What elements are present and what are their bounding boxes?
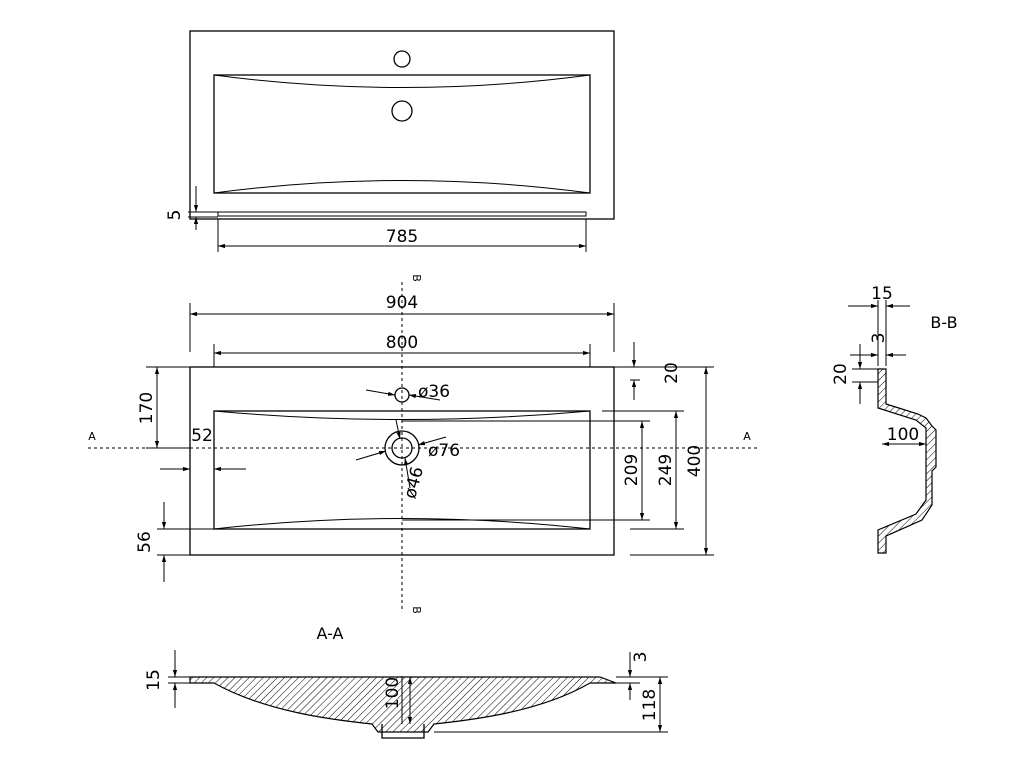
top-view-bowl-upper-curve	[213, 74, 591, 88]
plan-drain-inner	[391, 437, 413, 459]
plan-drain-outer	[384, 430, 420, 466]
dim-bb-15-text: 15	[871, 284, 893, 304]
dim-bb-20-text: 20	[831, 363, 851, 385]
dim-drain-outer-text: ø76	[428, 441, 460, 461]
dim-785-text: 785	[386, 227, 418, 247]
dim-52-text: 52	[191, 426, 213, 446]
section-aa: A-A 15 100 3 118	[144, 624, 668, 739]
dim-209-text: 209	[622, 454, 642, 486]
dim-800-text: 800	[386, 333, 418, 353]
top-view: 785 5	[165, 30, 615, 252]
dim-aa-3-text: 3	[631, 652, 651, 663]
top-view-front-strip	[217, 211, 587, 217]
dim-aa-15-text: 15	[144, 669, 164, 691]
dim-bb-3-text: 3	[869, 333, 889, 344]
section-bb-title: B-B	[930, 313, 957, 332]
plan-outline	[189, 366, 615, 556]
section-aa-drain	[381, 724, 425, 739]
section-a-right-label: A	[743, 430, 751, 443]
section-b-top-label: B	[410, 274, 423, 282]
section-b-bottom-label: B	[410, 606, 423, 614]
dim-20-text: 20	[662, 362, 682, 384]
dim-tap-hole-text: ø36	[418, 382, 450, 402]
top-view-outline	[189, 30, 615, 220]
dim-drain-inner-text: ø46	[400, 465, 428, 501]
plan-bowl-upper-curve	[213, 410, 591, 420]
dim-249-text: 249	[656, 454, 676, 486]
top-view-drain-hole	[391, 100, 413, 122]
dim-aa-100-text: 100	[383, 677, 403, 709]
dim-170-text: 170	[137, 392, 157, 424]
dim-aa-118-text: 118	[640, 689, 660, 721]
dim-56-text: 56	[135, 531, 155, 553]
dim-5-text: 5	[165, 210, 185, 221]
dim-904-text: 904	[386, 293, 418, 313]
section-a-left-label: A	[88, 430, 96, 443]
top-view-tap-hole	[393, 50, 411, 68]
top-view-bowl	[213, 74, 591, 194]
section-bb-profile	[877, 368, 937, 554]
section-aa-profile	[189, 676, 617, 733]
section-bb: B-B 15 3 20 100	[831, 284, 958, 554]
top-view-bowl-lower-curve	[213, 180, 591, 194]
dim-bb-100-text: 100	[887, 425, 919, 445]
section-aa-title: A-A	[317, 624, 344, 643]
plan-view: A A B B ø36 ø76 ø46 904 800 170	[88, 274, 760, 614]
dim-400-text: 400	[685, 445, 705, 477]
